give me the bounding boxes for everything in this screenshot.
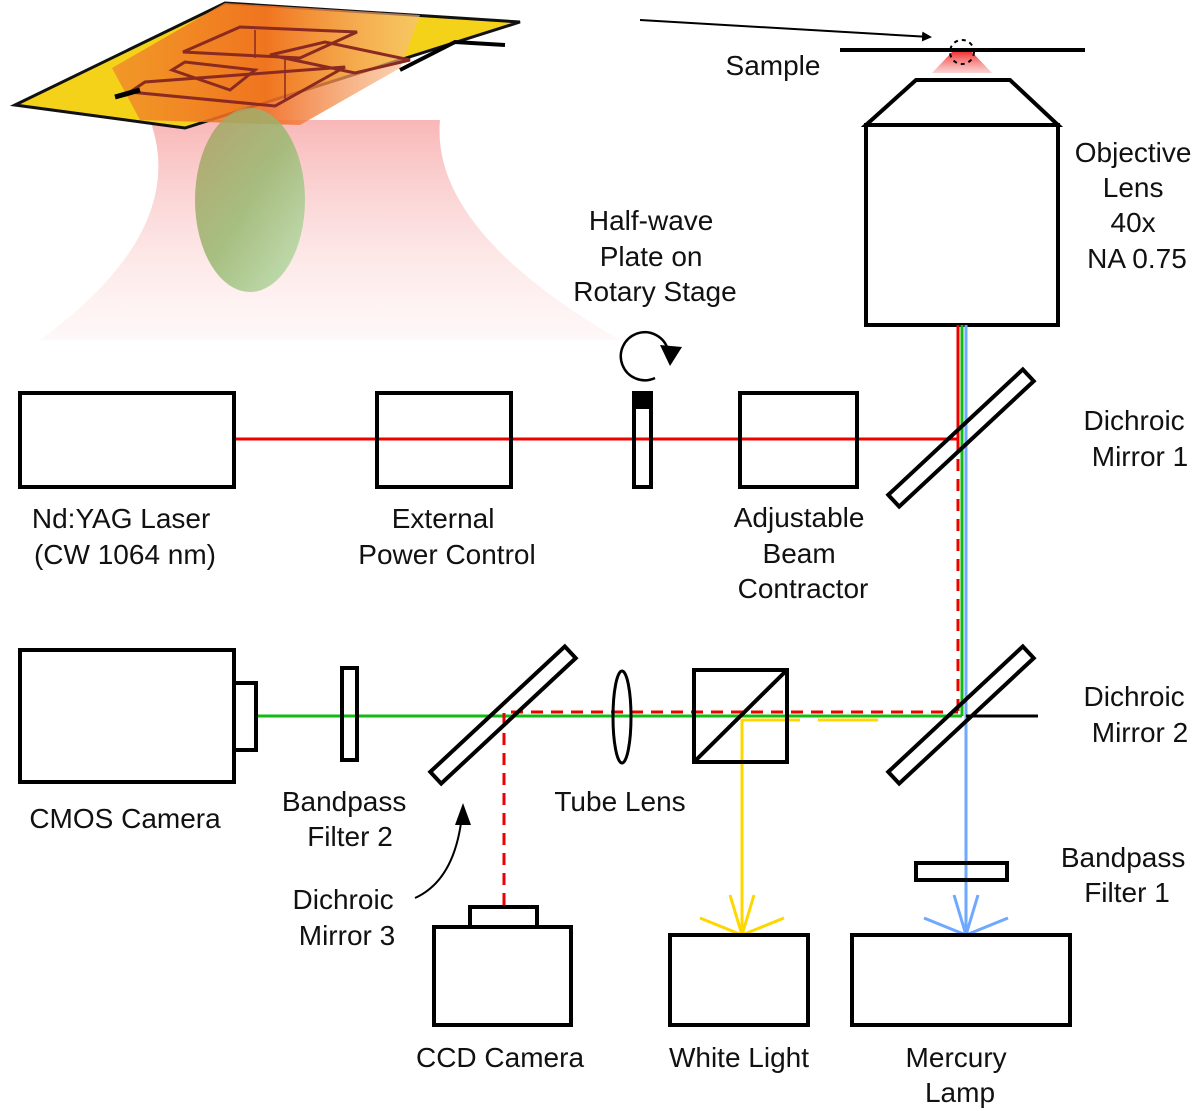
half-wave-plate-mount: [636, 395, 649, 409]
dm3-pointer-arrowhead: [455, 803, 471, 825]
objective-lens: [860, 78, 1064, 327]
label-dm2: Dichroic Mirror 2: [1084, 681, 1193, 748]
label-tube-lens: Tube Lens: [554, 786, 685, 817]
dichroic-mirror-3: [427, 643, 579, 787]
beam-contractor: [738, 391, 859, 489]
label-dm3: Dichroic Mirror 3: [293, 884, 402, 951]
label-half-wave: Half-wave Plate on Rotary Stage: [573, 205, 736, 307]
label-mercury: Mercury Lamp: [906, 1042, 1015, 1108]
laser-focus-beam: [40, 120, 620, 340]
dichroic-mirror-2: [885, 643, 1037, 787]
label-objective: Objective Lens 40x NA 0.75: [1075, 137, 1200, 274]
label-cmos: CMOS Camera: [29, 803, 221, 834]
label-contractor: Adjustable Beam Contractor: [734, 502, 873, 604]
white-light-source: [668, 933, 810, 1027]
bandpass-filter-2: [340, 666, 359, 762]
rotation-arrow-icon: [619, 331, 670, 382]
label-ccd: CCD Camera: [416, 1042, 584, 1073]
dichroic-mirror-1: [885, 366, 1037, 510]
plate-black-strip: [114, 87, 141, 100]
cmos-camera: [18, 648, 236, 784]
label-laser: Nd:YAG Laser (CW 1064 nm): [32, 503, 218, 570]
ccd-camera-port: [468, 905, 539, 929]
label-white-light: White Light: [669, 1042, 809, 1073]
tube-lens: [611, 669, 633, 765]
label-power: External Power Control: [358, 503, 535, 570]
beamsplitter-diagonal: [692, 668, 789, 764]
nd-yag-laser: [18, 391, 236, 489]
rotation-arrowhead: [660, 345, 682, 366]
zoom-arrow: [639, 19, 932, 42]
label-dm1: Dichroic Mirror 1: [1084, 405, 1193, 472]
beamsplitter-cube: [692, 668, 789, 764]
mercury-rays: [923, 894, 1009, 937]
focus-cone: [932, 52, 992, 73]
trapped-particle-outline: [949, 39, 975, 65]
dm3-pointer-arrow: [414, 814, 463, 899]
external-power-control: [375, 391, 513, 489]
trap-illustration: [9, 1, 620, 340]
trapped-particle: [195, 108, 305, 292]
label-sample: Sample: [726, 50, 821, 81]
microstructure: [125, 25, 411, 108]
cmos-camera-port: [232, 681, 258, 752]
label-bp2: Bandpass Filter 2: [282, 786, 414, 852]
label-bp1: Bandpass Filter 1: [1061, 842, 1193, 908]
laser-dashed-horizontal: [502, 710, 958, 905]
mercury-lamp: [850, 933, 1072, 1027]
plate-illumination: [112, 3, 420, 125]
white-light-rays: [699, 894, 785, 937]
bandpass-filter-1: [914, 861, 1009, 882]
half-wave-plate: [632, 391, 653, 489]
ccd-camera: [432, 925, 573, 1027]
plate-black-strip: [399, 39, 506, 72]
